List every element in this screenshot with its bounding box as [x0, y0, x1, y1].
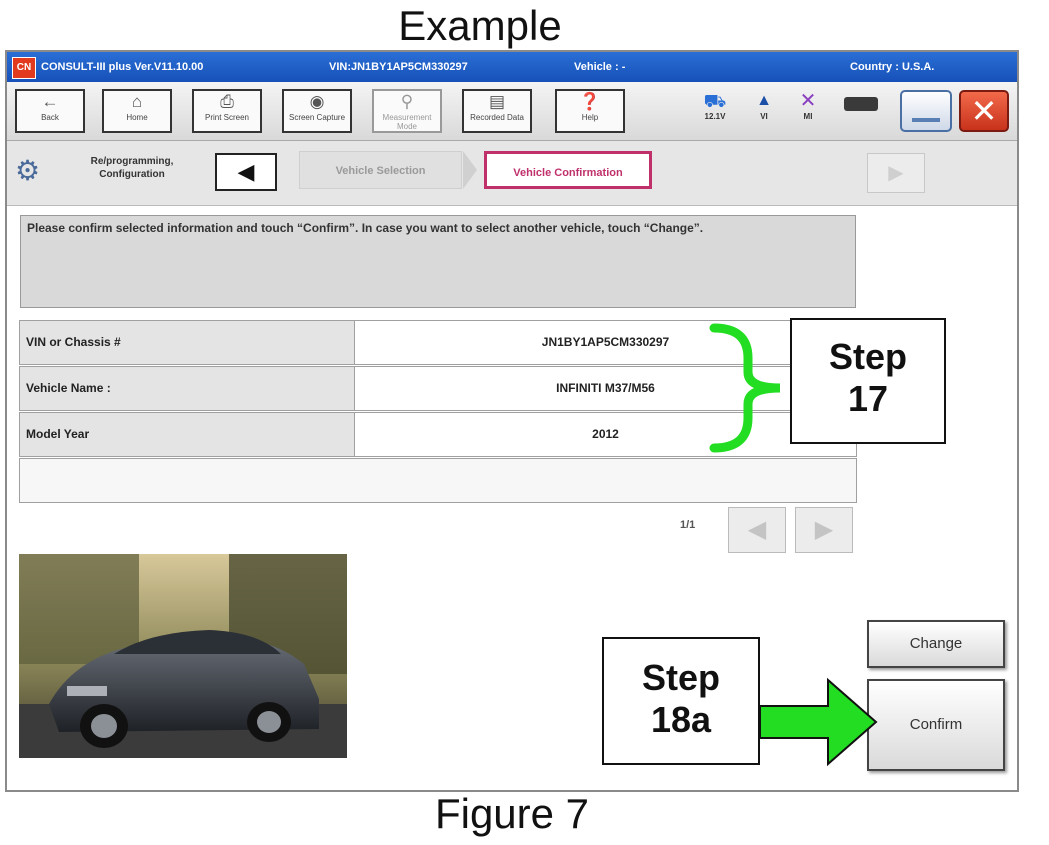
measurement-icon: ⚲	[400, 92, 414, 111]
instruction-message: Please confirm selected information and …	[20, 215, 856, 308]
home-icon: ⌂	[131, 92, 143, 111]
printer-icon: ⎙	[220, 92, 234, 111]
country-display: Country : U.S.A.	[850, 61, 935, 73]
toolbar: ← Back ⌂ Home ⎙ Print Screen ◉ Screen Ca…	[7, 82, 1017, 141]
row-label: Vehicle Name :	[20, 367, 355, 410]
minimize-icon	[912, 118, 940, 122]
row-value: JN1BY1AP5CM330297	[541, 335, 670, 349]
close-button[interactable]: ✕	[959, 90, 1009, 132]
row-value: 2012	[592, 427, 619, 441]
row-label: Model Year	[20, 413, 355, 456]
next-page-button[interactable]: ▶	[795, 507, 853, 553]
battery-icon	[844, 97, 878, 111]
table-row: Vehicle Name : INFINITI M37/M56	[19, 366, 857, 411]
nav-next-button[interactable]: ▶	[867, 153, 925, 193]
vehicle-image	[19, 554, 347, 758]
battery-status: ⛟ 12.1V	[695, 90, 735, 130]
vi-status: ▲ VI	[749, 90, 779, 130]
step-18a-callout: Step 18a	[602, 637, 760, 765]
nav-back-button[interactable]: ◀	[215, 153, 277, 191]
back-button[interactable]: ← Back	[15, 89, 85, 133]
car-icon: ⛟	[703, 91, 727, 111]
caption-figure: Figure 7	[434, 790, 590, 837]
step-chevron-icon	[463, 151, 477, 189]
tab-vehicle-confirmation[interactable]: Vehicle Confirmation	[484, 151, 652, 189]
confirm-button[interactable]: Confirm	[867, 679, 1005, 771]
arrow-annotation	[759, 677, 878, 767]
next-arrow-icon: ▶	[814, 516, 834, 543]
camera-icon: ◉	[309, 92, 325, 111]
minimize-button[interactable]	[900, 90, 952, 132]
section-label: Re/programming, Configuration	[90, 156, 174, 180]
right-arrow-icon: ▶	[888, 162, 904, 184]
page-indicator: 1/1	[680, 519, 696, 531]
change-button[interactable]: Change	[867, 620, 1005, 668]
row-value: INFINITI M37/M56	[556, 381, 655, 395]
prev-arrow-icon: ◀	[747, 516, 767, 543]
step-17-callout: Step 17	[790, 318, 946, 444]
home-button[interactable]: ⌂ Home	[102, 89, 172, 133]
mi-x-icon: ✕	[799, 90, 817, 112]
recorded-data-button[interactable]: ▤ Recorded Data	[462, 89, 532, 133]
vehicle-display: Vehicle : -	[574, 61, 626, 73]
recorded-data-icon: ▤	[488, 92, 506, 111]
mi-status: ✕ MI	[793, 90, 823, 130]
app-title: CONSULT-III plus Ver.V11.10.00	[41, 61, 204, 73]
left-arrow-icon: ◀	[237, 159, 255, 184]
tab-vehicle-selection[interactable]: Vehicle Selection	[299, 151, 462, 189]
app-logo-icon: CN	[12, 57, 36, 79]
print-screen-button[interactable]: ⎙ Print Screen	[192, 89, 262, 133]
prev-page-button[interactable]: ◀	[728, 507, 786, 553]
help-button[interactable]: ❓ Help	[555, 89, 625, 133]
help-icon: ❓	[579, 92, 601, 111]
row-label: VIN or Chassis #	[20, 321, 355, 364]
title-bar: CN CONSULT-III plus Ver.V11.10.00 VIN:JN…	[7, 52, 1017, 82]
signal-icon: ▲	[756, 92, 772, 109]
navigation-bar: ⚙ Re/programming, Configuration ◀ Vehicl…	[7, 141, 1017, 206]
bracket-annotation	[709, 323, 781, 453]
table-row: VIN or Chassis # JN1BY1AP5CM330297	[19, 320, 857, 365]
reprogramming-icon: ⚙	[15, 155, 41, 186]
screen-capture-button[interactable]: ◉ Screen Capture	[282, 89, 352, 133]
table-row-empty	[19, 458, 857, 503]
back-arrow-icon: ←	[41, 92, 59, 111]
close-icon: ✕	[970, 93, 998, 129]
caption-example: Example	[398, 2, 562, 49]
vin-display: VIN:JN1BY1AP5CM330297	[329, 61, 468, 73]
measurement-mode-button[interactable]: ⚲ Measurement Mode	[372, 89, 442, 133]
